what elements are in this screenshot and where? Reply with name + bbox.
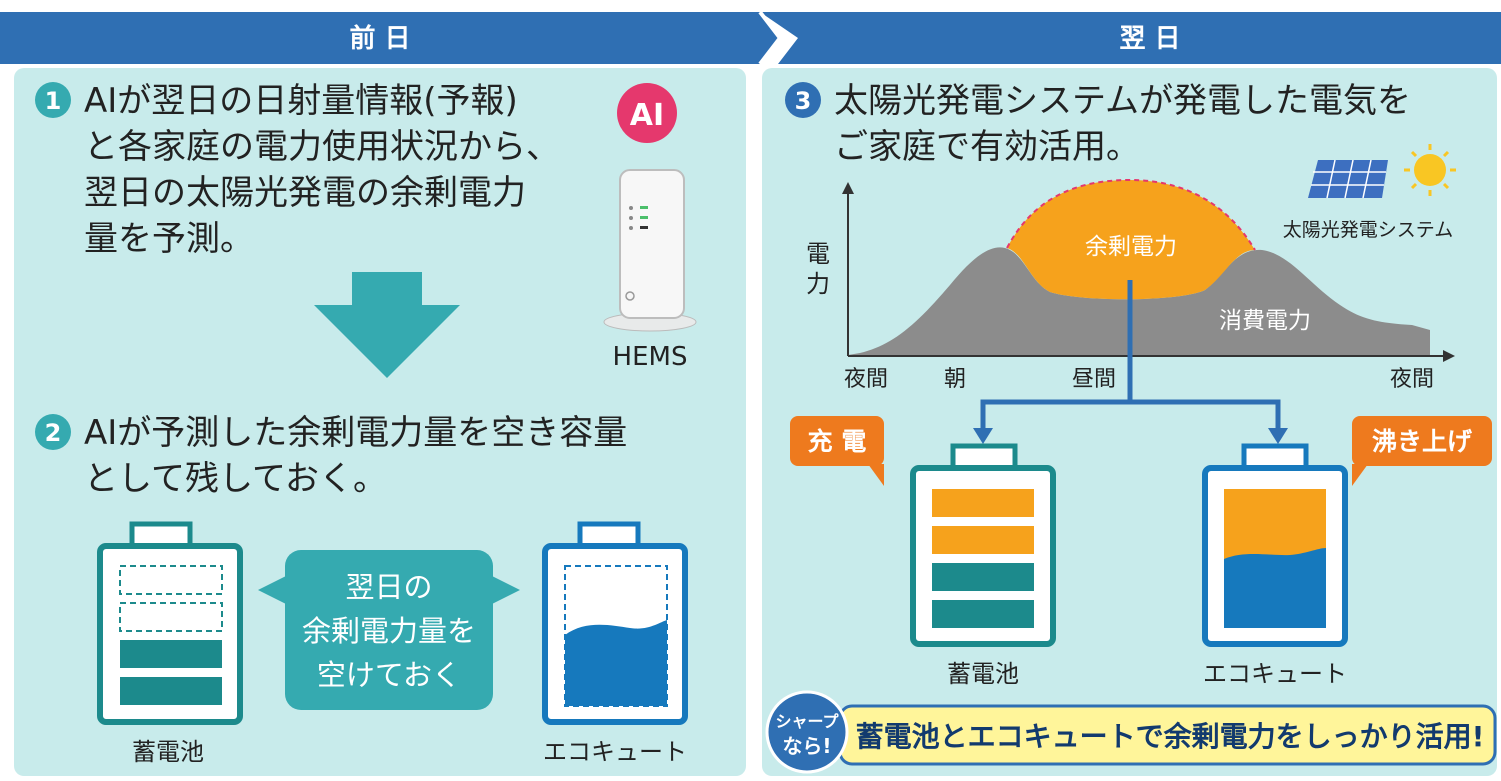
step2-line-2: として残しておく。 — [84, 459, 387, 499]
hems-device-icon — [603, 169, 697, 332]
callout-line-2: 余剰電力量を — [302, 614, 476, 648]
consumption-label: 消費電力 — [1219, 308, 1311, 334]
left-ecocute-tank-icon — [542, 521, 688, 725]
step3-line-1: 太陽光発電システムが発電した電気を — [834, 81, 1411, 121]
charge-tag-label: 充 電 — [808, 427, 867, 456]
step1-number: 1 — [45, 87, 62, 115]
left-battery-icon — [97, 521, 243, 725]
right-ecocute-tank-icon — [1202, 443, 1348, 647]
header-left-bar — [0, 12, 780, 64]
header-divider-chevron — [758, 10, 783, 66]
step2-number: 2 — [45, 419, 62, 447]
power-chart — [842, 178, 1455, 362]
chart-ylabel-line-2: 力 — [806, 270, 830, 298]
step3-number-circle — [785, 82, 821, 118]
step3-line-2: ご家庭で有効活用。 — [834, 127, 1140, 167]
x-tick-night-end: 夜間 — [1390, 367, 1434, 392]
right-battery-label: 蓄電池 — [947, 660, 1019, 688]
chart-y-axis-arrow — [842, 182, 854, 194]
step2-line-1: AIが予測した余剰電力量を空き容量 — [84, 413, 627, 453]
hems-label: HEMS — [613, 342, 688, 372]
header-right-bar — [760, 12, 1501, 64]
distribution-arrows — [980, 280, 1281, 432]
sun-icon — [1404, 144, 1456, 196]
boil-tag — [1352, 416, 1492, 486]
sharp-badge-line-2: なら! — [782, 734, 831, 758]
sharp-badge — [765, 690, 849, 774]
consumption-area — [848, 247, 1430, 355]
step1-line-2: と各家庭の電力使用状況から、 — [84, 127, 560, 167]
chart-x-axis-arrow — [1443, 350, 1455, 362]
arrow-to-ecocute-icon — [1268, 428, 1288, 444]
step3-number: 3 — [795, 87, 812, 115]
right-ecocute-label: エコキュート — [1203, 660, 1347, 688]
banner-text: 蓄電池とエコキュートで余剰電力をしっかり活用! — [856, 720, 1485, 753]
solar-panel-icon — [1308, 159, 1388, 199]
down-arrow-icon — [314, 272, 460, 378]
x-tick-daytime: 昼間 — [1072, 367, 1116, 392]
right-battery-icon — [910, 443, 1056, 647]
left-ecocute-label: エコキュート — [543, 738, 687, 766]
arrow-to-battery-icon — [973, 428, 993, 444]
callout-line-1: 翌日の — [345, 570, 432, 604]
surplus-dashed-outline — [1006, 178, 1256, 251]
step1-line-1: AIが翌日の日射量情報(予報) — [84, 81, 518, 121]
left-battery-label: 蓄電池 — [132, 738, 204, 766]
callout-box — [258, 550, 520, 710]
header-left-label: 前 日 — [349, 23, 410, 54]
header-right-label: 翌 日 — [1119, 24, 1180, 54]
boil-tag-label: 沸き上げ — [1372, 427, 1473, 456]
callout-line-3: 空けておく — [317, 658, 461, 692]
x-tick-night-start: 夜間 — [844, 367, 888, 392]
step1-line-3: 翌日の太陽光発電の余剰電力 — [84, 173, 526, 213]
ai-badge: AI — [630, 98, 664, 133]
ai-badge-circle — [617, 83, 677, 143]
sharp-badge-line-1: シャープ — [775, 712, 839, 731]
solar-system-label: 太陽光発電システム — [1283, 219, 1453, 241]
chart-ylabel-line-1: 電 — [806, 240, 830, 268]
step1-number-circle — [35, 82, 71, 118]
step2-number-circle — [35, 414, 71, 450]
surplus-label: 余剰電力 — [1085, 234, 1177, 260]
charge-tag — [790, 416, 884, 486]
x-tick-morning: 朝 — [944, 367, 966, 392]
surplus-area — [1007, 180, 1255, 300]
step1-line-4: 量を予測。 — [84, 219, 254, 259]
